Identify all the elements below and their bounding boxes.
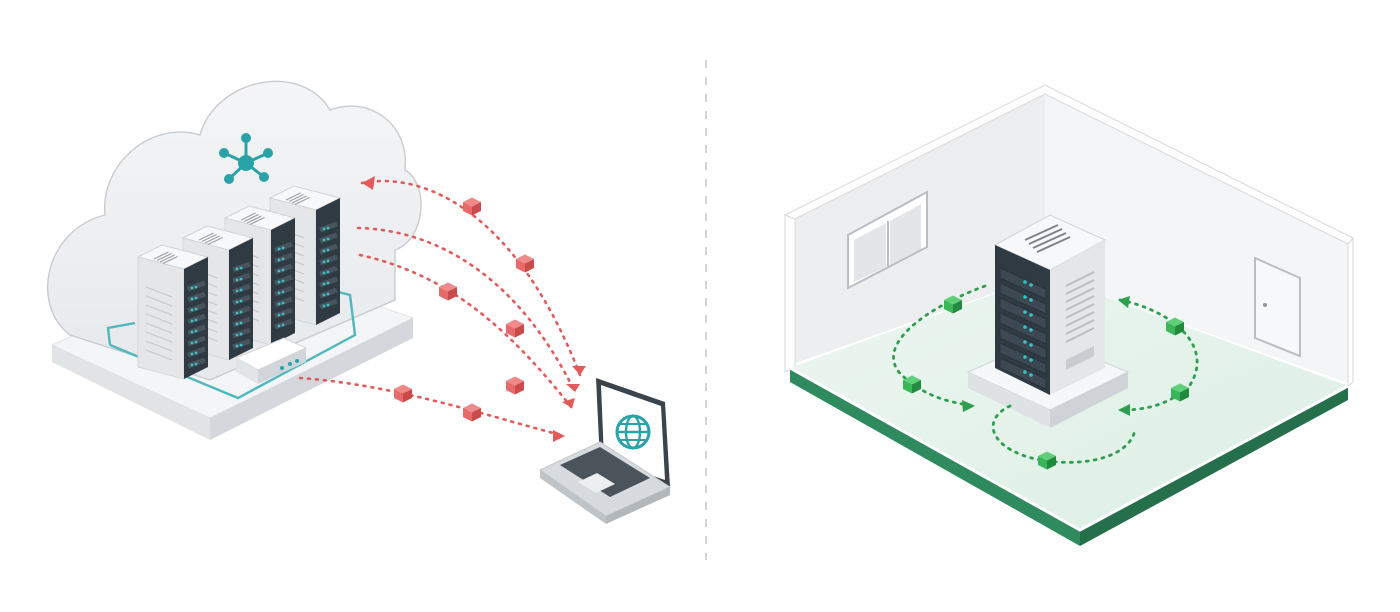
- green-loop-left: [892, 284, 987, 408]
- green-packet: [903, 375, 921, 394]
- green-packet: [944, 295, 962, 314]
- green-arrowhead-2: [1118, 296, 1130, 308]
- globe-icon: [615, 414, 651, 450]
- red-trail-3: [358, 253, 574, 410]
- drive-led: [1023, 370, 1027, 374]
- drive-led: [1029, 343, 1033, 347]
- red-packet: [463, 197, 481, 216]
- door-knob: [1263, 303, 1267, 307]
- left-scene-cloud: [47, 80, 422, 440]
- green-loop-right: [1118, 298, 1199, 412]
- red-packet: [506, 376, 524, 395]
- red-trail-1: [360, 179, 582, 377]
- server-side-vent: [1065, 271, 1095, 370]
- drive-led: [1023, 355, 1027, 359]
- green-packet: [1038, 451, 1056, 470]
- red-packet: [463, 403, 481, 422]
- laptop-trackpad: [578, 473, 615, 493]
- red-packet: [394, 384, 412, 403]
- drive-led: [1029, 283, 1033, 287]
- green-arrowhead-3: [1118, 404, 1130, 416]
- network-cable: [106, 288, 357, 400]
- on-prem-server-tower: [993, 214, 1107, 395]
- red-trail-4: [298, 376, 567, 438]
- drive-led: [1029, 328, 1033, 332]
- red-packet: [439, 282, 457, 301]
- green-packet-group: [903, 295, 1189, 470]
- server-vent: [1024, 224, 1071, 253]
- server-rack: [136, 244, 210, 380]
- arrowhead-to-laptop-3: [562, 398, 575, 408]
- drive-led: [1029, 373, 1033, 377]
- drive-led: [1029, 298, 1033, 302]
- arrowhead-to-laptop-2: [566, 384, 580, 392]
- server-rack-group: [136, 185, 342, 380]
- arrowhead-to-cloud: [362, 176, 375, 190]
- server-drive-slots: [999, 267, 1047, 390]
- drive-led: [1029, 358, 1033, 362]
- red-data-flow: [298, 176, 586, 442]
- drive-led: [1029, 313, 1033, 317]
- arrowhead-to-laptop-4: [553, 430, 565, 442]
- green-packet: [1171, 383, 1189, 402]
- laptop-keyboard: [560, 447, 650, 497]
- green-packet: [1166, 317, 1184, 336]
- right-scene-room: [783, 84, 1354, 546]
- network-hub-icon: [219, 133, 273, 184]
- network-router: [234, 337, 308, 384]
- room-window: [847, 190, 928, 290]
- green-arrowhead-1: [962, 400, 975, 412]
- drive-led: [1023, 295, 1027, 299]
- laptop: [539, 378, 672, 524]
- drive-led: [1023, 310, 1027, 314]
- drive-led: [1023, 340, 1027, 344]
- drive-led: [1023, 325, 1027, 329]
- red-packet: [506, 319, 524, 338]
- drive-led: [1023, 280, 1027, 284]
- red-packet-group: [394, 197, 534, 422]
- room-door: [1254, 256, 1301, 358]
- arrowhead-to-laptop-1: [572, 366, 586, 375]
- red-trail-2: [356, 226, 577, 394]
- red-packet: [516, 254, 534, 273]
